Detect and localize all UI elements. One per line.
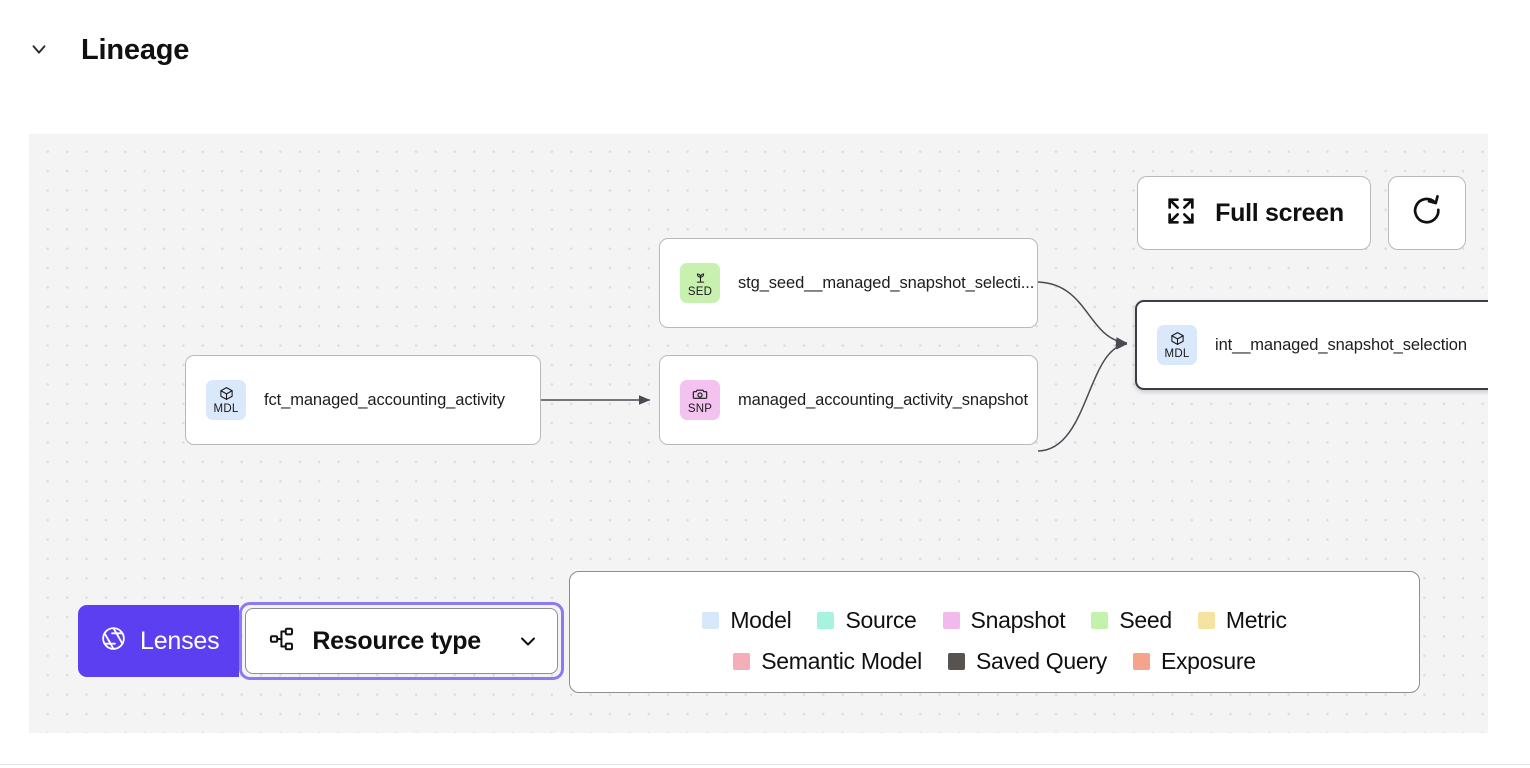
resource-type-dropdown[interactable]: Resource type	[245, 608, 559, 674]
refresh-button[interactable]	[1388, 176, 1466, 250]
lineage-graph-canvas[interactable]: SED stg_seed__managed_snapshot_selecti..…	[29, 134, 1488, 733]
legend-item-model: Model	[702, 607, 792, 634]
legend-swatch-metric	[1197, 612, 1215, 629]
edge-seed-to-int	[1037, 281, 1128, 347]
legend-swatch-source	[817, 612, 835, 629]
legend-label: Semantic Model	[761, 648, 922, 674]
node-badge-code: MDL	[1164, 348, 1190, 360]
resource-type-label: Resource type	[312, 626, 481, 655]
resource-type-focus-ring: Resource type	[239, 602, 565, 680]
lineage-node-snapshot[interactable]: SNP managed_accounting_activity_snapshot	[659, 355, 1038, 445]
lineage-section-header: Lineage	[0, 0, 1530, 100]
legend-row-1: Model Source Snapshot Seed Metric	[570, 607, 1419, 634]
lineage-node-fct-managed-accounting-activity[interactable]: MDL fct_managed_accounting_activity	[185, 355, 541, 445]
legend-item-source: Source	[817, 607, 917, 634]
lineage-node-int-managed-snapshot-selection[interactable]: MDL int__managed_snapshot_selection	[1135, 300, 1488, 390]
node-label: fct_managed_accounting_activity	[264, 390, 505, 409]
legend-swatch-model	[702, 612, 720, 629]
lenses-button[interactable]: Lenses	[78, 605, 240, 677]
lenses-label: Lenses	[140, 626, 220, 655]
section-collapse-toggle[interactable]	[26, 36, 52, 62]
sprout-icon	[693, 268, 708, 285]
node-label: managed_accounting_activity_snapshot	[738, 390, 1028, 409]
legend-swatch-semantic-model	[733, 653, 751, 670]
camera-icon	[692, 385, 708, 402]
node-badge-model: MDL	[206, 380, 246, 420]
legend-item-saved-query: Saved Query	[947, 648, 1107, 675]
node-badge-snapshot: SNP	[680, 380, 720, 420]
chevron-down-icon	[516, 629, 540, 653]
lenses-control-bar: Lenses Resource type	[78, 602, 565, 680]
canvas-toolbar: Full screen	[1137, 176, 1466, 250]
full-screen-label: Full screen	[1215, 198, 1344, 227]
aperture-icon	[100, 625, 127, 657]
legend-label: Source	[845, 607, 917, 633]
legend-item-seed: Seed	[1091, 607, 1172, 634]
node-label: stg_seed__managed_snapshot_selecti...	[738, 273, 1035, 292]
hierarchy-icon	[268, 625, 296, 658]
legend-label: Exposure	[1160, 648, 1256, 674]
legend-swatch-snapshot	[942, 612, 960, 629]
legend-item-snapshot: Snapshot	[942, 607, 1066, 634]
lineage-legend: Model Source Snapshot Seed Metric S	[569, 571, 1420, 693]
node-badge-model: MDL	[1157, 325, 1197, 365]
lineage-node-seed[interactable]: SED stg_seed__managed_snapshot_selecti..…	[659, 238, 1038, 328]
legend-label: Model	[730, 607, 792, 633]
node-badge-code: SED	[687, 286, 713, 298]
legend-swatch-exposure	[1132, 653, 1150, 670]
legend-swatch-seed	[1091, 612, 1109, 629]
node-badge-seed: SED	[680, 263, 720, 303]
legend-label: Metric	[1225, 607, 1287, 633]
legend-item-metric: Metric	[1197, 607, 1287, 634]
edge-snapshot-to-int	[1037, 340, 1128, 452]
legend-item-semantic-model: Semantic Model	[733, 648, 922, 675]
node-label: int__managed_snapshot_selection	[1215, 335, 1467, 354]
legend-label: Seed	[1119, 607, 1172, 633]
node-badge-code: SNP	[687, 403, 713, 415]
chevron-down-icon	[28, 38, 50, 60]
page-title: Lineage	[81, 34, 190, 66]
cube-icon	[219, 385, 234, 402]
refresh-circular-arrow-icon	[1410, 194, 1444, 233]
legend-row-2: Semantic Model Saved Query Exposure	[570, 648, 1419, 675]
expand-arrows-icon	[1164, 194, 1198, 233]
legend-label: Snapshot	[970, 607, 1066, 633]
node-badge-code: MDL	[213, 403, 239, 415]
page-bottom-divider	[0, 764, 1530, 765]
legend-label: Saved Query	[975, 648, 1107, 674]
legend-swatch-saved-query	[947, 653, 965, 670]
full-screen-button[interactable]: Full screen	[1137, 176, 1371, 250]
cube-icon	[1170, 330, 1185, 347]
legend-item-exposure: Exposure	[1132, 648, 1256, 675]
